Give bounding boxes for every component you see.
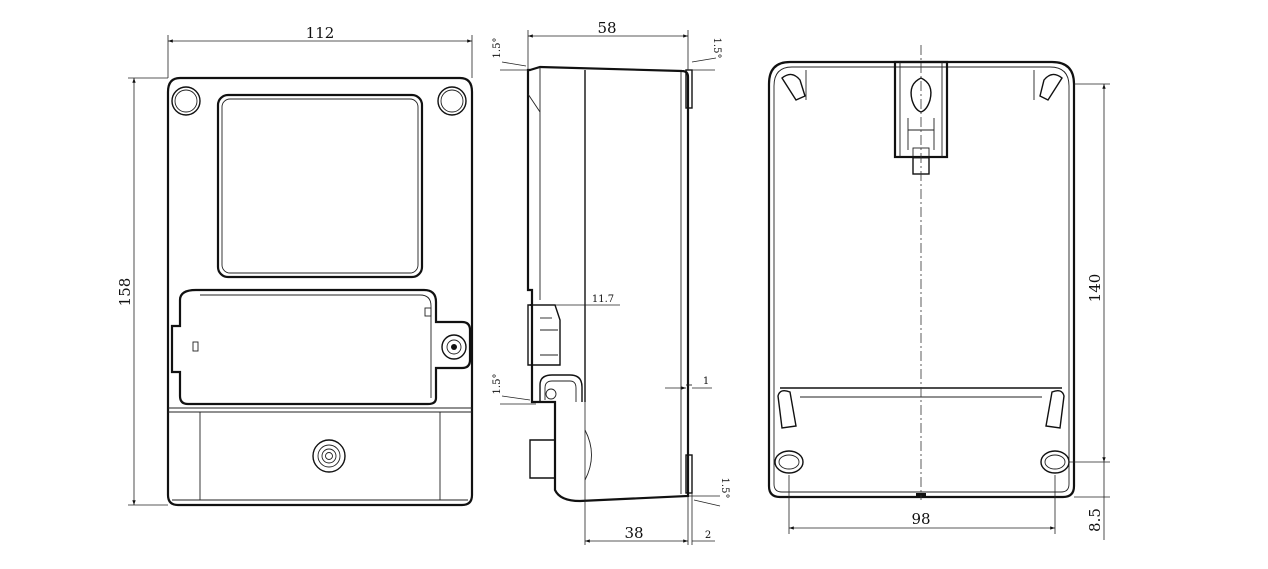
dim-158-label: 158 <box>116 278 134 307</box>
back-outline <box>767 60 1076 499</box>
front-cover-slot-2 <box>424 307 432 317</box>
angle-top-right-label: 1.5° <box>711 38 722 59</box>
angle-top-left-label: 1.5° <box>492 38 503 59</box>
angle-tl-line <box>501 61 527 67</box>
back-slot-bottom-left <box>777 389 797 429</box>
mount-hole-right-inner <box>1044 454 1066 470</box>
front-view: 112 158 <box>116 24 474 507</box>
side-terminal-curve <box>584 429 592 481</box>
side-hook-inner <box>544 380 577 402</box>
display-window-inner <box>221 98 419 274</box>
dim-140-label: 140 <box>1086 274 1104 303</box>
terminal-screw-center <box>325 452 333 460</box>
angle-ml-line <box>501 395 531 401</box>
dim-11-7-label: 11.7 <box>592 294 614 305</box>
back-slot-top-left <box>781 73 806 101</box>
back-slot-bottom-right <box>1045 389 1065 429</box>
front-cover-inner-edge <box>200 294 432 398</box>
dim-112-label: 112 <box>306 24 335 42</box>
side-body-outline <box>526 65 690 503</box>
angle-tr-line <box>691 57 717 63</box>
side-bevel-diag <box>527 93 541 113</box>
front-cover-slot <box>192 341 199 352</box>
dim-58-label: 58 <box>597 19 616 37</box>
side-back-tab-bottom <box>685 454 693 494</box>
screw-hole-top-left-icon <box>171 86 201 116</box>
terminal-screw-icon <box>312 439 346 473</box>
screw-hole-top-right-icon <box>437 86 467 116</box>
display-window <box>216 93 424 279</box>
screw-hole-top-right-inner <box>440 89 464 113</box>
side-terminal-block <box>529 439 556 479</box>
terminal-screw-ring <box>317 444 341 468</box>
back-inner-outline <box>773 66 1070 493</box>
seal-screw-inner <box>446 339 462 355</box>
seal-screw-center <box>451 344 457 350</box>
terminal-screw-ring-2 <box>321 448 337 464</box>
side-view: 58 11.7 1 38 2 1.5° 1.5° 1.5° 1.5° <box>492 19 730 545</box>
mount-hole-left-inner <box>778 454 800 470</box>
angle-bottom-right-label: 1.5° <box>719 478 730 499</box>
side-hook-pin <box>545 388 557 400</box>
dim-1-label: 1 <box>703 376 709 387</box>
seal-screw-icon <box>441 334 467 360</box>
side-hook <box>539 374 583 402</box>
angle-mid-left-label: 1.5° <box>492 374 503 395</box>
back-view: 140 8.5 98 <box>767 45 1110 540</box>
dim-8-5-label: 8.5 <box>1086 508 1104 532</box>
angle-br-line <box>693 499 721 507</box>
screw-hole-top-left-inner <box>174 89 198 113</box>
dim-98-label: 98 <box>911 510 930 528</box>
back-slot-top-right <box>1039 73 1063 101</box>
front-outline <box>166 76 474 507</box>
mount-hole-left-icon <box>774 450 804 474</box>
dim-38-label: 38 <box>624 524 643 542</box>
dim-2-label: 2 <box>705 530 711 541</box>
front-cover-plate <box>170 288 472 406</box>
